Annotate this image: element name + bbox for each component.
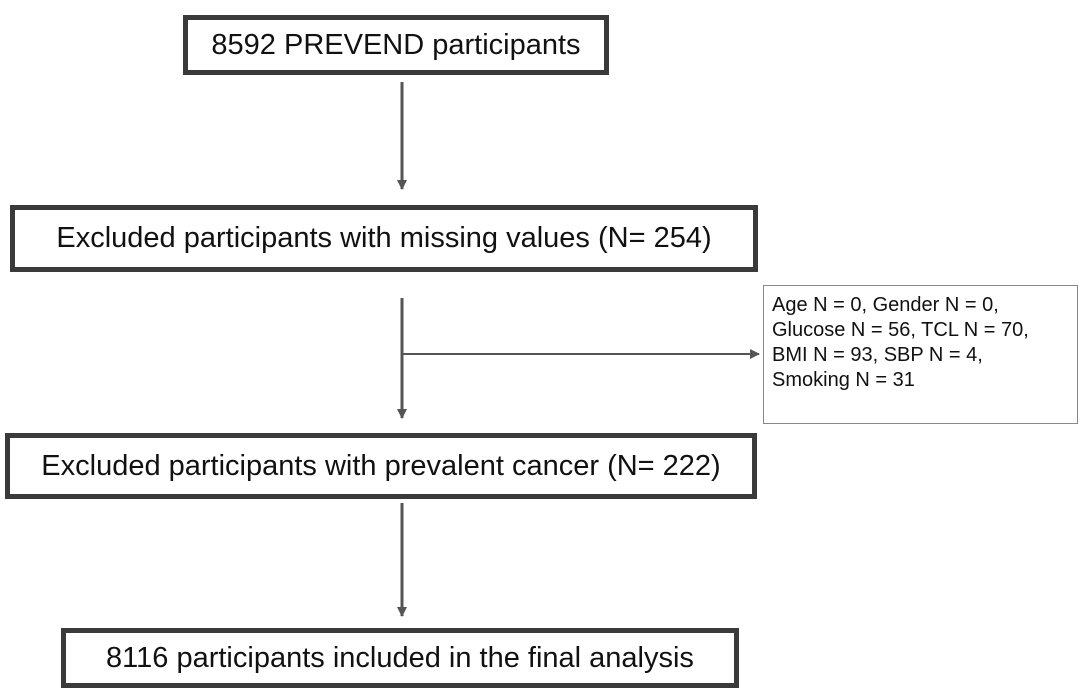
missing-values-box: Excluded participants with missing value… [10, 205, 758, 272]
breakdown-line: BMI N = 93, SBP N = 4, [772, 344, 983, 366]
missing-values-text: Excluded participants with missing value… [56, 222, 712, 254]
breakdown-line: Smoking N = 31 [772, 369, 915, 391]
start-box-text: 8592 PREVEND participants [211, 28, 581, 61]
prevalent-cancer-text: Excluded participants with prevalent can… [41, 449, 721, 482]
prevalent-cancer-box: Excluded participants with prevalent can… [5, 433, 757, 499]
start-box: 8592 PREVEND participants [183, 15, 609, 75]
final-analysis-box: 8116 participants included in the final … [61, 628, 739, 688]
breakdown-line: Glucose N = 56, TCL N = 70, [772, 319, 1029, 341]
final-analysis-text: 8116 participants included in the final … [106, 641, 694, 674]
missing-values-breakdown-box: Age N = 0, Gender N = 0, Glucose N = 56,… [763, 285, 1078, 424]
breakdown-line: Age N = 0, Gender N = 0, [772, 294, 999, 316]
